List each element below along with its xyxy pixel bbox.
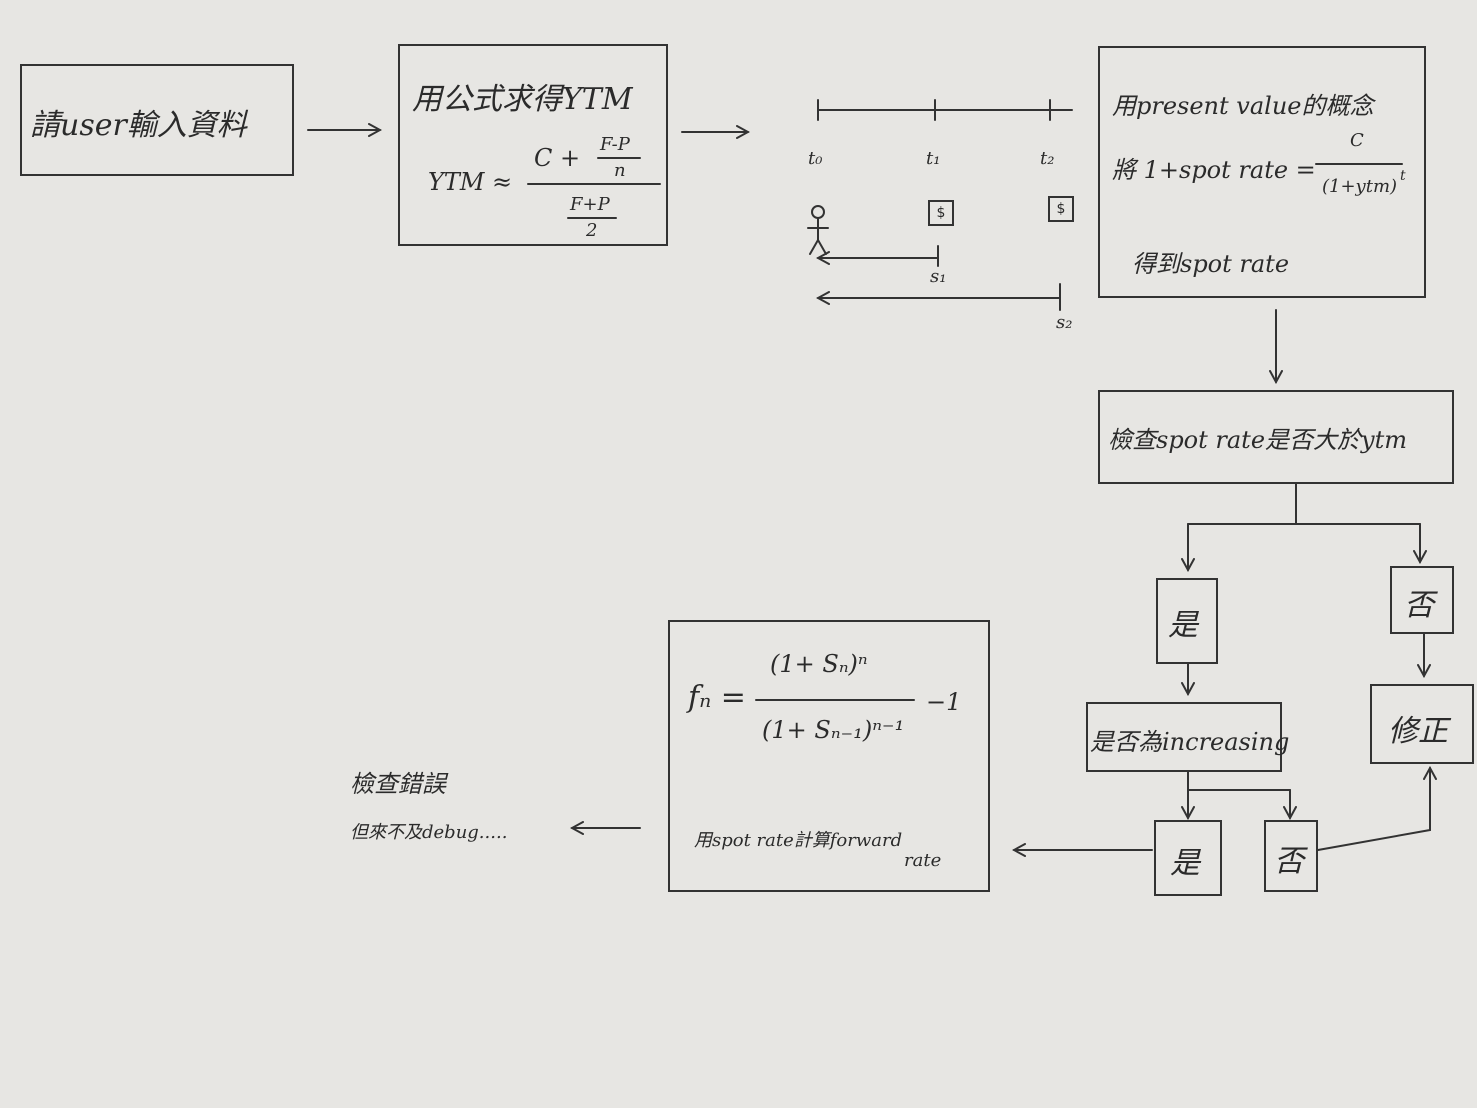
ytm-den-top: F+P xyxy=(570,194,610,215)
forward-num: (1+ Sₙ)ⁿ xyxy=(770,650,868,678)
step-check-box xyxy=(1098,390,1454,484)
no2-box xyxy=(1264,820,1318,892)
cashflow-2: $ xyxy=(1048,196,1074,222)
step-check-label: 檢查spot rate是否大於ytm xyxy=(1108,426,1407,454)
step-spot-box xyxy=(1098,46,1426,298)
person-leg-l xyxy=(809,239,819,255)
no2-label: 否 xyxy=(1274,844,1304,879)
spot-line3: 得到spot rate xyxy=(1132,250,1290,278)
forward-caption-1: 用spot rate計算forward xyxy=(694,830,903,851)
spot-frac-top: C xyxy=(1350,130,1364,151)
forward-lhs: fₙ = xyxy=(688,680,746,715)
forward-den: (1+ Sₙ₋₁)ⁿ⁻¹ xyxy=(762,716,905,744)
person-head xyxy=(811,205,825,219)
ytm-den-bot: 2 xyxy=(586,220,598,241)
forward-minus: −1 xyxy=(926,688,962,716)
step-fix-box xyxy=(1370,684,1474,764)
timeline-label-t0: t₀ xyxy=(808,148,823,169)
ytm-num-frac-top: F-P xyxy=(600,134,630,155)
ytm-num-frac-bot: n xyxy=(614,160,626,181)
debug-line2: 但來不及debug..... xyxy=(350,822,508,843)
yes1-label: 是 xyxy=(1168,608,1198,643)
step-increasing-box xyxy=(1086,702,1282,772)
step-input-label: 請user輸入資料 xyxy=(30,108,247,143)
step-input-box xyxy=(20,64,294,176)
debug-line1: 檢查錯誤 xyxy=(350,770,446,798)
ytm-lhs: YTM ≈ xyxy=(428,168,513,196)
timeline-label-s2: s₂ xyxy=(1056,312,1073,333)
timeline-label-t2: t₂ xyxy=(1040,148,1055,169)
step-ytm-title: 用公式求得YTM xyxy=(412,82,633,117)
timeline-label-t1: t₁ xyxy=(926,148,941,169)
spot-line1: 用present value的概念 xyxy=(1112,92,1374,120)
ytm-num-c: C + xyxy=(534,144,581,172)
yes1-box xyxy=(1156,578,1218,664)
yes2-box xyxy=(1154,820,1222,896)
cashflow-1: $ xyxy=(928,200,954,226)
spot-line2-prefix: 將 1+spot rate = xyxy=(1112,156,1316,184)
no1-label: 否 xyxy=(1404,588,1434,623)
forward-caption-2: rate xyxy=(904,850,942,871)
person-leg-r xyxy=(817,239,827,255)
spot-frac-exp: t xyxy=(1400,168,1406,184)
spot-frac-bot: (1+ytm) xyxy=(1322,176,1398,197)
no1-box xyxy=(1390,566,1454,634)
arrow-no2-to-fix xyxy=(1317,768,1430,851)
timeline-label-s1: s₁ xyxy=(930,266,947,287)
yes2-label: 是 xyxy=(1170,846,1200,881)
step-ytm-box xyxy=(398,44,668,246)
step-fix-label: 修正 xyxy=(1388,714,1448,749)
step-increasing-label: 是否為increasing xyxy=(1090,728,1290,756)
step-forward-box xyxy=(668,620,990,892)
